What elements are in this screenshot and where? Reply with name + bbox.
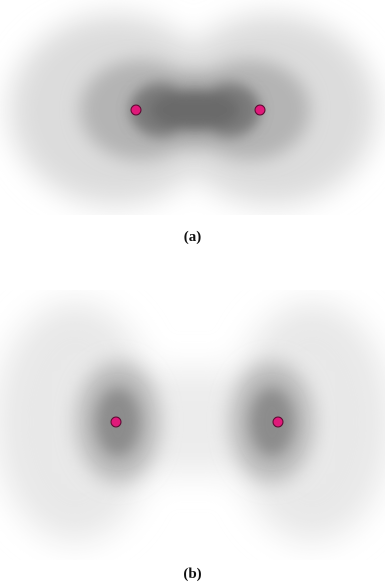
panel-b-antibonding-density	[0, 290, 385, 560]
panel-b-density-figure	[0, 290, 385, 560]
panel-a-density-figure	[0, 0, 385, 215]
nucleus-right	[255, 105, 265, 115]
caption-b: (b)	[0, 566, 385, 583]
caption-a: (a)	[0, 229, 385, 246]
outer-density-cloud	[0, 302, 385, 542]
nucleus-left	[131, 105, 141, 115]
nucleus-right	[273, 417, 283, 427]
nucleus-left	[111, 417, 121, 427]
panel-a-bonding-density	[0, 0, 385, 215]
core-density-cloud	[130, 84, 260, 136]
